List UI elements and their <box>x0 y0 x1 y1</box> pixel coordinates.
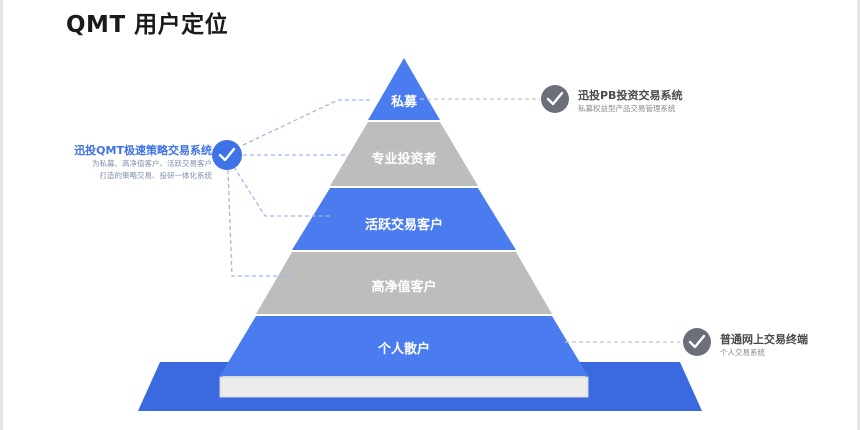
annotation-description: 打造的策略交易、投研一体化系统 <box>99 171 213 180</box>
frame-right-edge <box>857 0 860 430</box>
level-label-private-fund: 私募 <box>391 94 418 110</box>
pyramid-level-professional-investor <box>330 122 478 186</box>
level-label-professional-investor: 专业投资者 <box>371 151 436 167</box>
pyramid-level-private-fund <box>368 58 440 120</box>
connector-to-active-trader <box>233 166 330 217</box>
check-circle-icon <box>541 85 569 113</box>
annotation-description: 私募权益型产品交易管理系统 <box>578 104 676 113</box>
pyramid-level-high-net-worth <box>256 252 552 314</box>
left-connectors <box>227 99 370 277</box>
level-label-high-net-worth: 高净值客户 <box>371 279 436 295</box>
check-circle-icon <box>683 328 711 356</box>
level-label-retail: 个人散户 <box>377 341 430 357</box>
connector-to-high-net-worth <box>227 169 292 277</box>
annotation-qmt-system: 迅投QMT极速策略交易系统 为私募、高净值客户、活跃交易客户 打造的策略交易、投… <box>20 142 212 182</box>
annotation-description: 个人交易系统 <box>720 348 765 357</box>
check-circle-icon <box>212 140 242 170</box>
annotation-retail-terminal: 普通网上交易终端 个人交易系统 <box>720 331 850 359</box>
level-label-active-trader: 活跃交易客户 <box>365 217 443 233</box>
pyramid-base-slab <box>219 376 589 398</box>
page-title: QMT 用户定位 <box>66 12 229 38</box>
annotation-title: 普通网上交易终端 <box>720 333 808 346</box>
connector-to-private-fund <box>242 99 370 146</box>
pyramid-level-retail <box>220 316 588 376</box>
annotation-pb-system: 迅投PB投资交易系统 私募权益型产品交易管理系统 <box>578 87 708 115</box>
frame-left-edge <box>0 0 3 430</box>
pyramid-level-active-trader <box>292 188 516 250</box>
annotation-title: 迅投QMT极速策略交易系统 <box>74 144 212 157</box>
annotation-description: 为私募、高净值客户、活跃交易客户 <box>92 159 212 168</box>
annotation-title: 迅投PB投资交易系统 <box>578 89 683 102</box>
right-connectors <box>420 98 680 343</box>
